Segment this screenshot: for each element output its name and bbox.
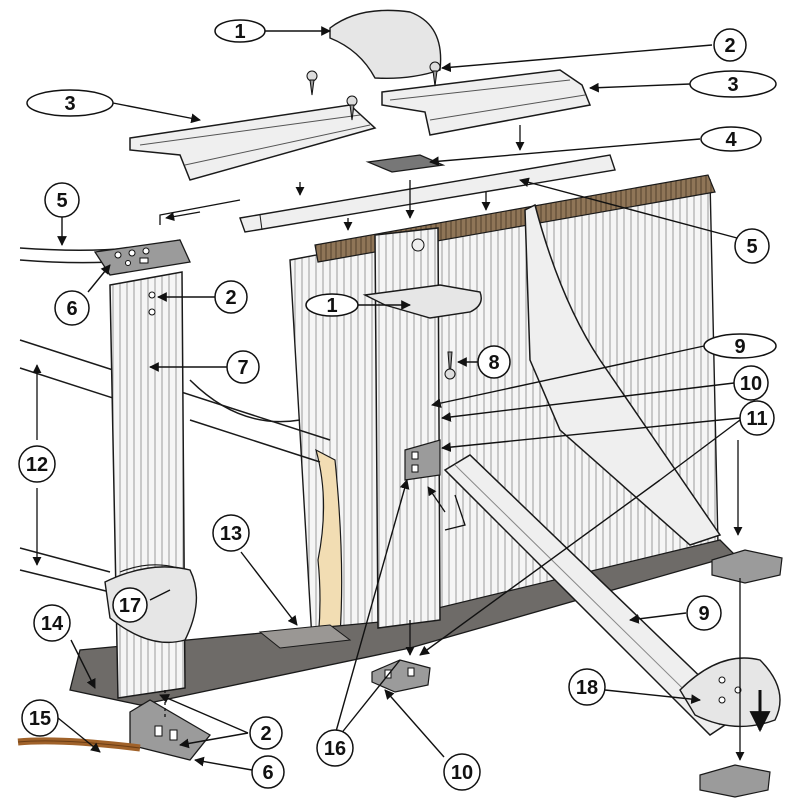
screw-top-right [429, 61, 441, 87]
top-cap-left [104, 564, 198, 644]
callout-17: 17 [112, 587, 148, 623]
callout-1-mid: 1 [305, 293, 359, 317]
svg-text:2: 2 [260, 723, 271, 745]
callout-6-base: 6 [251, 755, 285, 789]
svg-text:6: 6 [66, 298, 77, 320]
svg-text:17: 17 [119, 595, 141, 617]
callout-3-left: 3 [26, 89, 114, 117]
callout-1-top: 1 [214, 19, 266, 43]
svg-text:1: 1 [326, 295, 337, 317]
svg-text:6: 6 [262, 762, 273, 784]
track-slot [258, 624, 352, 649]
callout-7: 7 [226, 350, 260, 384]
svg-text:16: 16 [324, 738, 346, 760]
svg-text:10: 10 [451, 762, 473, 784]
callout-15: 15 [21, 699, 59, 737]
svg-text:15: 15 [29, 708, 51, 730]
callout-14: 14 [33, 604, 71, 642]
svg-text:12: 12 [26, 454, 48, 476]
callout-12: 12 [18, 445, 56, 483]
svg-text:5: 5 [746, 236, 757, 258]
pool-liner [315, 448, 343, 641]
callout-2-post: 2 [214, 280, 248, 314]
foot-cap [679, 657, 781, 728]
center-upright-post [374, 227, 441, 629]
hose-outline [17, 740, 141, 749]
svg-text:1: 1 [234, 21, 245, 43]
top-rail-left [129, 104, 377, 181]
screw-8 [444, 351, 456, 380]
callout-4: 4 [700, 126, 762, 152]
leader-lines [57, 26, 741, 771]
callout-5-right: 5 [734, 228, 770, 264]
svg-text:2: 2 [724, 35, 735, 57]
callout-6-top: 6 [54, 290, 90, 326]
callout-5-left: 5 [44, 182, 80, 218]
callout-13: 13 [212, 514, 250, 552]
svg-text:8: 8 [488, 352, 499, 374]
screw-top-left [306, 70, 358, 121]
svg-text:9: 9 [734, 336, 745, 358]
horizontal-beam [239, 154, 616, 233]
svg-text:2: 2 [225, 287, 236, 309]
svg-text:5: 5 [56, 190, 67, 212]
svg-text:3: 3 [64, 93, 75, 115]
post-top-cap [362, 284, 482, 319]
base-plate-left [129, 699, 211, 761]
callout-9-brace: 9 [686, 595, 722, 631]
base-plate-right-lower [699, 764, 771, 798]
svg-text:11: 11 [746, 408, 767, 430]
svg-text:13: 13 [220, 523, 242, 545]
svg-text:14: 14 [41, 613, 64, 635]
base-plate-right-upper [711, 549, 783, 584]
callout-2-top: 2 [713, 28, 747, 62]
callout-9-top: 9 [703, 333, 777, 359]
svg-text:3: 3 [727, 74, 738, 96]
callout-18: 18 [568, 668, 606, 706]
base-plate-center [371, 659, 431, 693]
svg-text:4: 4 [725, 129, 737, 151]
callout-2-base: 2 [249, 716, 283, 750]
callout-10-post: 10 [733, 365, 769, 401]
assembly-arrows [159, 125, 771, 761]
callout-16: 16 [316, 729, 354, 767]
svg-text:7: 7 [237, 357, 248, 379]
callout-11: 11 [739, 400, 775, 436]
callout-10-base: 10 [443, 753, 481, 791]
callout-3-right: 3 [689, 70, 777, 98]
svg-text:10: 10 [740, 373, 762, 395]
svg-text:9: 9 [698, 603, 709, 625]
svg-text:18: 18 [576, 677, 598, 699]
top-cap-part [329, 9, 442, 79]
connector-plate [365, 154, 446, 173]
buttress-support [524, 203, 722, 546]
callout-8: 8 [477, 345, 511, 379]
top-rail-right [381, 69, 592, 136]
